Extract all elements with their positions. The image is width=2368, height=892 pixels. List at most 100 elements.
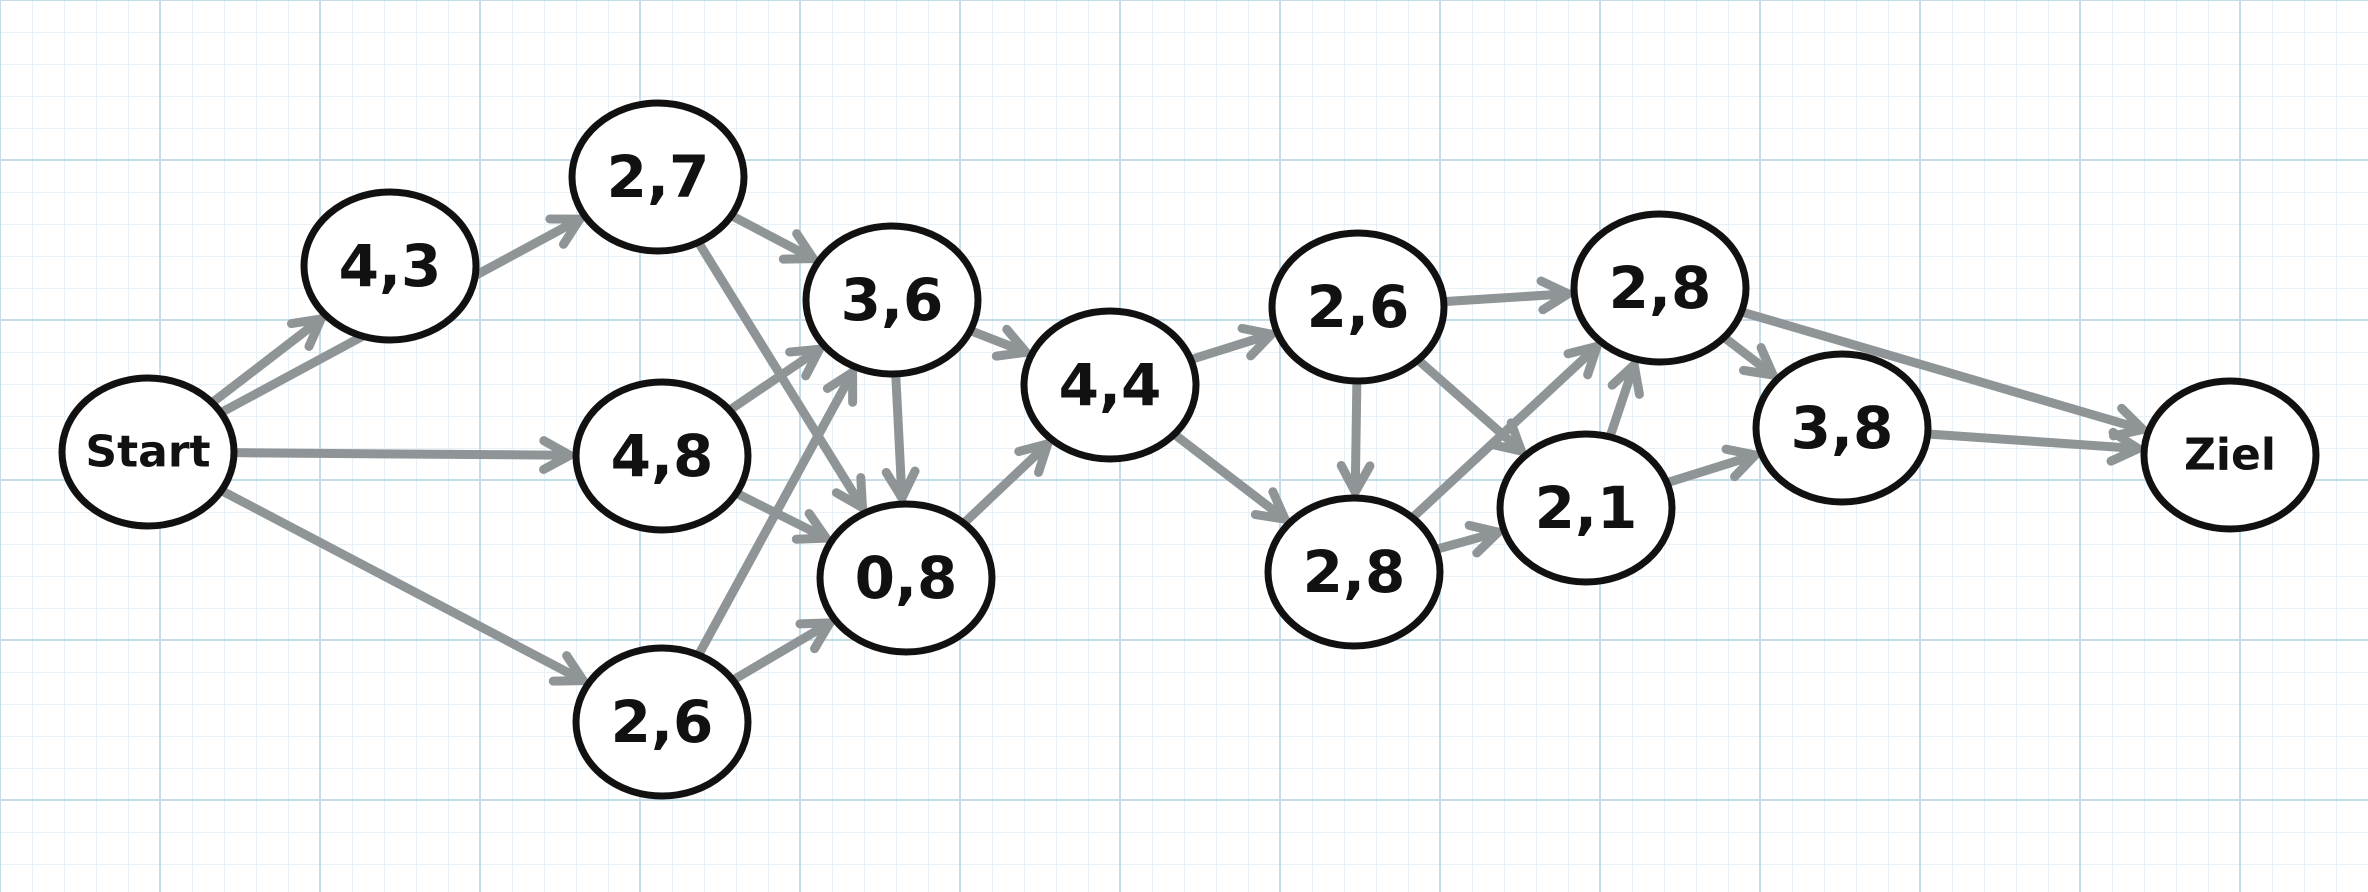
edge-line: [1441, 289, 1573, 306]
node-label: 4,8: [611, 422, 714, 490]
node-label: 4,4: [1059, 351, 1162, 419]
arrowhead-icon: [991, 324, 1031, 361]
arrowhead-icon: [545, 214, 585, 249]
node-n08: 0,8: [816, 500, 996, 656]
node-n38: 3,8: [1752, 350, 1932, 506]
arrowhead-icon: [1464, 520, 1503, 558]
node-start: Start: [58, 374, 238, 530]
edge-start-to-n26a: [218, 486, 588, 686]
edge-n26b-to-n28b: [1336, 378, 1375, 497]
edge-n36-to-n44: [967, 324, 1031, 361]
node-n43: 4,3: [300, 188, 480, 344]
arrowhead-icon: [1607, 360, 1644, 399]
nodes-layer: Start4,32,74,82,63,60,84,42,62,82,82,13,…: [58, 99, 2320, 800]
edge-line: [891, 371, 907, 503]
arrowhead-icon: [1536, 276, 1573, 315]
edge-n44-to-n28b: [1171, 430, 1290, 524]
edge-line: [726, 344, 824, 414]
node-label: 4,3: [339, 232, 442, 300]
edge-line: [694, 367, 858, 658]
edge-line: [231, 448, 575, 460]
edge-line: [1415, 356, 1526, 456]
edge-line: [1171, 430, 1290, 524]
edge-line: [1606, 360, 1639, 440]
arrowhead-icon: [1563, 341, 1602, 380]
node-n48: 4,8: [572, 378, 752, 534]
edge-line: [967, 326, 1031, 357]
arrowhead-icon: [1336, 460, 1375, 497]
arrowhead-icon: [1014, 439, 1053, 477]
node-n27: 2,7: [568, 99, 748, 255]
node-ellipse: [572, 644, 752, 800]
node-label: 3,8: [1791, 394, 1894, 462]
arrowhead-icon: [2106, 427, 2143, 466]
edge-n48-to-n08: [733, 489, 831, 544]
node-label: 3,6: [841, 266, 944, 334]
edge-line: [733, 489, 831, 543]
edge-n26a-to-n08: [730, 618, 835, 684]
arrowhead-icon: [1250, 487, 1290, 524]
node-label: 2,6: [1307, 273, 1410, 341]
edge-line: [1738, 307, 2148, 434]
edge-n36-to-n08: [881, 371, 920, 503]
edge-n08-to-n44: [960, 439, 1053, 527]
node-label: Start: [85, 427, 210, 478]
node-ziel: Ziel: [2140, 377, 2320, 533]
arrowhead-icon: [548, 651, 588, 686]
node-n44: 4,4: [1020, 307, 1200, 463]
node-ellipse: [1020, 307, 1200, 463]
edge-n38-to-ziel: [1925, 427, 2143, 466]
arrowhead-icon: [778, 229, 818, 264]
node-n26b: 2,6: [1268, 229, 1448, 385]
node-ellipse: [1268, 229, 1448, 385]
node-ellipse: [1752, 350, 1932, 506]
edge-n28b-to-n21: [1433, 520, 1503, 558]
edge-line: [209, 314, 326, 406]
node-n36: 3,6: [802, 222, 982, 378]
edge-n28a-to-n38: [1721, 334, 1778, 380]
arrowhead-icon: [791, 509, 831, 544]
edge-n21-to-n28a: [1606, 360, 1644, 440]
arrowhead-icon: [795, 618, 835, 654]
node-label: 2,1: [1535, 474, 1638, 542]
edge-line: [1188, 329, 1277, 364]
edge-line: [1409, 341, 1602, 521]
arrowhead-icon: [1738, 343, 1778, 380]
arrowhead-icon: [539, 436, 575, 474]
node-ellipse: [816, 500, 996, 656]
edge-start-to-n48: [231, 436, 575, 474]
arrowhead-icon: [1237, 323, 1276, 361]
edges-layer: [209, 212, 2148, 686]
edge-n48-to-n36: [726, 344, 824, 414]
node-n21: 2,1: [1496, 430, 1676, 586]
edge-n21-to-n38: [1664, 444, 1760, 487]
node-ellipse: [1496, 430, 1676, 586]
edge-line: [1925, 429, 2143, 454]
edge-line: [1350, 378, 1362, 497]
node-ellipse: [572, 378, 752, 534]
edge-line: [730, 618, 835, 684]
arrowhead-icon: [831, 473, 867, 513]
arrowhead-icon: [1721, 444, 1760, 482]
node-ellipse: [58, 374, 238, 530]
node-ellipse: [802, 222, 982, 378]
edge-line: [960, 439, 1053, 527]
node-label: 0,8: [855, 544, 958, 612]
node-n28a: 2,8: [1570, 210, 1750, 366]
node-label: 2,7: [607, 143, 710, 211]
arrowhead-icon: [1487, 418, 1526, 456]
edge-line: [1664, 450, 1760, 487]
node-ellipse: [1264, 494, 1444, 650]
node-ellipse: [2140, 377, 2320, 533]
arrowhead-icon: [822, 367, 858, 407]
edge-n27-to-n36: [728, 212, 818, 264]
edge-line: [1721, 334, 1778, 380]
node-ellipse: [300, 188, 480, 344]
node-label: Ziel: [2184, 430, 2276, 481]
edge-n26b-to-n28a: [1441, 276, 1573, 315]
node-label: 2,6: [611, 688, 714, 756]
arrowhead-icon: [286, 314, 326, 351]
arrowhead-icon: [785, 344, 824, 381]
edge-n26a-to-n36: [694, 367, 858, 658]
edge-line: [728, 212, 818, 264]
